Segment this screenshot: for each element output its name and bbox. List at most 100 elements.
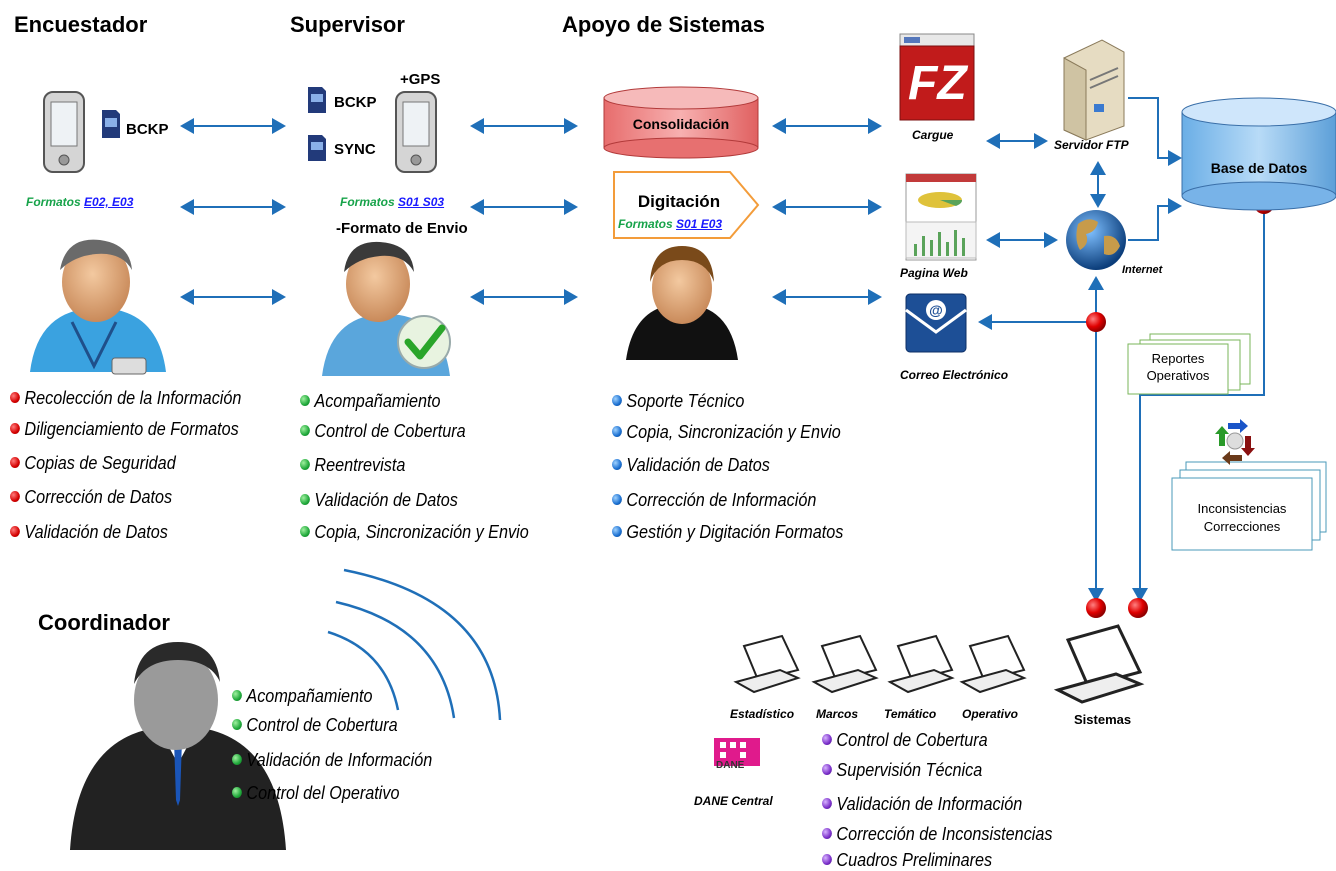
consolidacion-label: Consolidación (632, 116, 730, 132)
arrow-db-sistemas (1132, 206, 1265, 602)
globe-icon (1066, 210, 1126, 270)
sd-card-icon (308, 135, 326, 161)
connector-dot (1086, 312, 1106, 332)
heading-encuestador: Encuestador (14, 12, 148, 37)
bullet-dot (822, 827, 832, 839)
supervisor-formatos-link[interactable]: S01 S03 (398, 195, 445, 209)
pda-icon (395, 91, 437, 173)
list-item: Copia, Sincronización y Envio (612, 422, 841, 443)
cargue-label: Cargue (912, 128, 954, 142)
list-item: Recolección de la Información (10, 388, 241, 409)
bullet-dot (822, 853, 832, 865)
connector-dot (1128, 598, 1148, 618)
list-item: Control de Cobertura (822, 730, 988, 751)
bullet-dot (612, 525, 622, 537)
database-icon (1181, 97, 1336, 211)
list-item: Reentrevista (300, 455, 405, 476)
checkmark-icon (397, 315, 451, 369)
list-item: Copia, Sincronización y Envio (300, 522, 529, 543)
bullet-dot (232, 786, 242, 798)
list-item: Corrección de Inconsistencias (822, 824, 1053, 845)
formatos-label: Formatos (26, 195, 81, 209)
email-icon: @ (905, 293, 967, 353)
list-item: Validación de Datos (300, 490, 458, 511)
laptop-icon (733, 634, 801, 694)
laptop-label-operativo: Operativo (962, 707, 1019, 721)
consolidacion-cylinder (603, 86, 759, 159)
heading-coordinador: Coordinador (38, 610, 170, 635)
bullet-dot (232, 689, 242, 701)
bullet-dot (612, 493, 622, 505)
list-item: Validación de Datos (10, 522, 168, 543)
person-icon (30, 239, 166, 375)
dane-central-label: DANE Central (694, 794, 773, 808)
arrow-ftp-db (1128, 97, 1182, 166)
list-item: Supervisión Técnica (822, 760, 982, 781)
bullet-dot (300, 458, 310, 470)
bullet-dot (300, 424, 310, 436)
dane-logo-text: DANE (716, 760, 745, 771)
bullet-dot (612, 425, 622, 437)
filezilla-icon (899, 33, 975, 121)
bullet-dot (10, 490, 20, 502)
encuestador-formatos: Formatos E02, E03 (26, 195, 133, 209)
bullet-dot (300, 493, 310, 505)
internet-label: Internet (1122, 264, 1163, 276)
person-icon (626, 246, 738, 360)
bullet-dot (300, 525, 310, 537)
apoyo-formatos-link[interactable]: S01 E03 (676, 217, 723, 231)
sd-card-icon (102, 110, 120, 138)
inconsistencias-doc-stack (1171, 461, 1327, 551)
list-item: Control del Operativo (232, 783, 399, 804)
laptop-icon (1053, 624, 1145, 704)
apoyo-formatos: Formatos S01 E03 (618, 217, 722, 231)
pda-icon (43, 91, 85, 173)
servidor-ftp-label: Servidor FTP (1054, 138, 1129, 152)
laptop-label-sistemas: Sistemas (1074, 712, 1132, 727)
list-item: Diligenciamiento de Formatos (10, 419, 239, 440)
list-item: Corrección de Datos (10, 487, 172, 508)
list-item: Cuadros Preliminares (822, 850, 992, 871)
heading-supervisor: Supervisor (290, 12, 405, 37)
list-item: Corrección de Información (612, 490, 816, 511)
list-item: Acompañamiento (300, 391, 440, 412)
person-icon (70, 642, 286, 850)
svg-text:@: @ (929, 302, 943, 318)
laptop-label-marcos: Marcos (816, 707, 859, 721)
encuestador-formatos-link[interactable]: E02, E03 (84, 195, 134, 209)
bullet-dot (10, 422, 20, 434)
list-item: Control de Cobertura (300, 421, 466, 442)
reportes-operativos-label: Reportes Operativos (1146, 351, 1210, 383)
bullet-dot (232, 753, 242, 765)
flow-arrows (180, 97, 1265, 602)
bullet-dot (822, 763, 832, 775)
encuestador-bckp-label: BCKP (126, 121, 169, 138)
bullet-dot (822, 797, 832, 809)
list-item: Validación de Información (822, 794, 1022, 815)
list-item: Soporte Técnico (612, 391, 744, 412)
bullet-dot (10, 456, 20, 468)
list-item: Acompañamiento (232, 686, 372, 707)
inconsistencias-label: Inconsistencias Correcciones (1197, 501, 1287, 534)
list-item: Control de Cobertura (232, 715, 398, 736)
server-icon (1063, 39, 1125, 141)
supervisor-envio-label: -Formato de Envio (336, 220, 468, 237)
pagina-web-label: Pagina Web (900, 266, 968, 280)
laptop-label-tematico: Temático (884, 707, 937, 721)
list-item: Gestión y Digitación Formatos (612, 522, 843, 543)
supervisor-gps-label: +GPS (400, 71, 441, 88)
list-item: Validación de Datos (612, 455, 770, 476)
reportes-doc-stack (1127, 333, 1251, 395)
digitacion-label: Digitación (637, 192, 721, 211)
supervisor-sync-label: SYNC (334, 141, 376, 158)
correo-label: Correo Electrónico (900, 368, 1009, 382)
laptop-label-estadistico: Estadístico (730, 707, 795, 721)
formatos-label: Formatos (618, 217, 673, 231)
arrow-internet-db (1128, 198, 1182, 241)
supervisor-formatos: Formatos S01 S03 (340, 195, 444, 209)
laptop-icon (887, 634, 955, 694)
bullet-dot (10, 525, 20, 537)
formatos-label: Formatos (340, 195, 395, 209)
laptop-icon (811, 634, 879, 694)
laptop-icon (959, 634, 1027, 694)
